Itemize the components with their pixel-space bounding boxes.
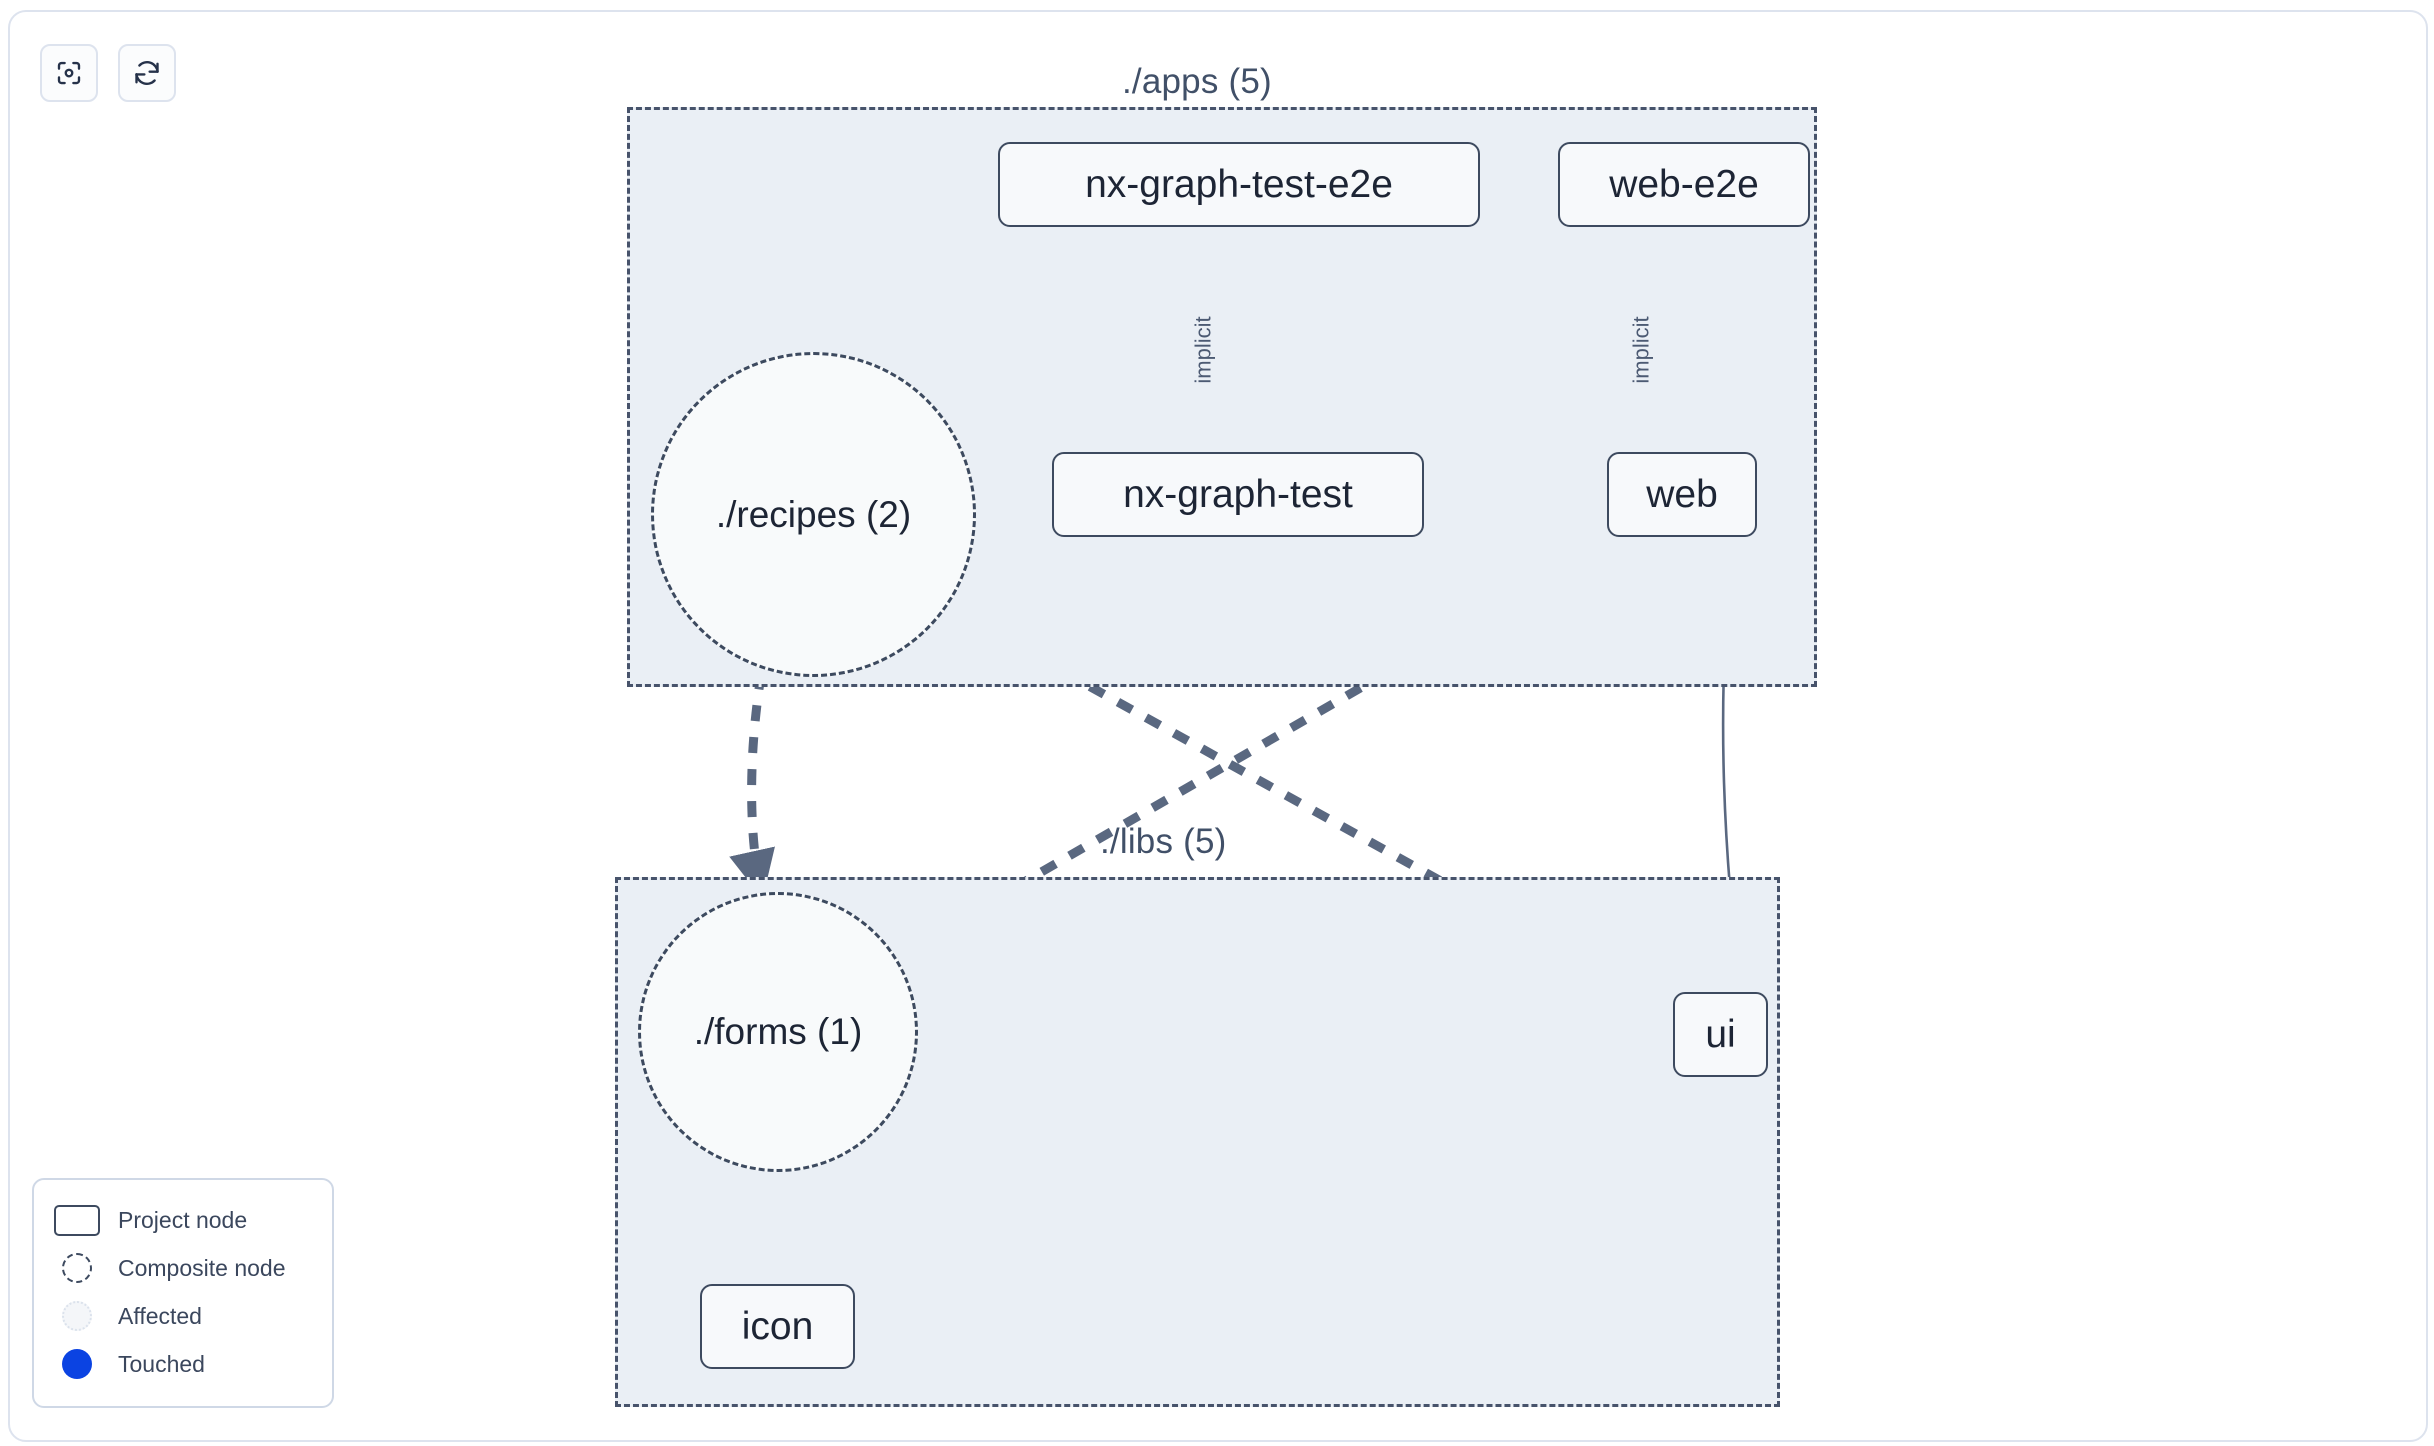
- composite-node-forms[interactable]: ./forms (1): [638, 892, 918, 1172]
- project-node-nx-graph-test-e2e-label: nx-graph-test-e2e: [1085, 162, 1393, 206]
- group-label-apps: ./apps (5): [1122, 62, 1272, 101]
- composite-node-recipes[interactable]: ./recipes (2): [651, 352, 976, 677]
- project-node-nx-graph-test-label: nx-graph-test: [1123, 472, 1353, 516]
- composite-node-forms-label: ./forms (1): [693, 1011, 863, 1052]
- project-node-icon[interactable]: icon: [700, 1284, 855, 1369]
- refresh-sync-icon: [132, 58, 162, 88]
- composite-node-swatch: [54, 1251, 100, 1285]
- graph-card: ./apps (5) ./libs (5): [8, 10, 2428, 1442]
- composite-node-recipes-label: ./recipes (2): [715, 493, 912, 535]
- focus-target-icon: [54, 58, 84, 88]
- affected-swatch: [54, 1299, 100, 1333]
- graph-toolbar: [40, 44, 176, 102]
- graph-legend: Project node Composite node Affected Tou…: [32, 1178, 334, 1408]
- legend-item-affected: Affected: [54, 1292, 312, 1340]
- legend-label-project-node: Project node: [118, 1206, 248, 1233]
- legend-item-touched: Touched: [54, 1340, 312, 1388]
- legend-label-affected: Affected: [118, 1302, 202, 1329]
- project-node-web-e2e-label: web-e2e: [1609, 162, 1759, 206]
- legend-item-project-node: Project node: [54, 1196, 312, 1244]
- touched-swatch: [54, 1347, 100, 1381]
- project-node-web-label: web: [1646, 472, 1718, 516]
- legend-label-touched: Touched: [118, 1350, 205, 1377]
- project-node-swatch: [54, 1203, 100, 1237]
- legend-item-composite-node: Composite node: [54, 1244, 312, 1292]
- project-node-web[interactable]: web: [1607, 452, 1757, 537]
- project-node-icon-label: icon: [741, 1304, 814, 1348]
- legend-label-composite-node: Composite node: [118, 1254, 286, 1281]
- refresh-graph-button[interactable]: [118, 44, 176, 102]
- project-node-nx-graph-test[interactable]: nx-graph-test: [1052, 452, 1424, 537]
- project-node-nx-graph-test-e2e[interactable]: nx-graph-test-e2e: [998, 142, 1480, 227]
- project-node-web-e2e[interactable]: web-e2e: [1558, 142, 1810, 227]
- graph-canvas[interactable]: ./apps (5) ./libs (5): [10, 12, 2426, 1440]
- focus-graph-button[interactable]: [40, 44, 98, 102]
- project-node-ui-label: ui: [1705, 1012, 1736, 1056]
- group-label-libs: ./libs (5): [1100, 822, 1227, 861]
- project-node-ui[interactable]: ui: [1673, 992, 1768, 1077]
